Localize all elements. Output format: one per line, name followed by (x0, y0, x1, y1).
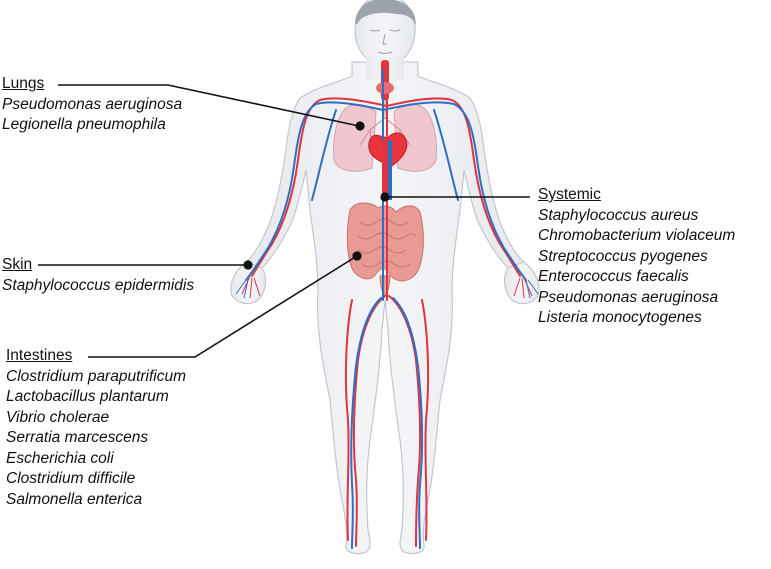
organism-list-item: Pseudomonas aeruginosa (2, 95, 183, 113)
organism-list-item: Enterococcus faecalis (538, 268, 689, 285)
organism-list-item: Clostridium difficile (6, 470, 136, 487)
skin-label-group: Skin Staphylococcus epidermidis (2, 255, 194, 296)
organism-list-item: Listeria monocytogenes (538, 309, 702, 326)
organism-list-item: Streptococcus pyogenes (538, 247, 708, 265)
organism-list-item: Staphylococcus epidermidis (2, 276, 195, 294)
marker-lungs (355, 121, 365, 131)
organism-list-item: Escherichia coli (6, 449, 114, 467)
marker-intestines (352, 251, 362, 261)
organism-list-item: Pseudomonas aeruginosa (538, 288, 719, 306)
lungs-label-group: Lungs Pseudomonas aeruginosa Legionella … (2, 74, 182, 136)
thyroid (376, 82, 394, 94)
leader-markers (243, 121, 390, 270)
intestines-label-group: Intestines Clostridium paraputrificum La… (6, 346, 186, 510)
organism-list-item: Vibrio cholerae (6, 408, 110, 426)
face (369, 29, 401, 54)
organism-list-item: Salmonella enterica (6, 490, 143, 508)
arteries (251, 97, 521, 547)
leader-intestines (88, 255, 358, 358)
hand-vessels (235, 275, 539, 299)
hair (355, 0, 416, 26)
intestines-heading: Intestines (6, 347, 73, 364)
lungs-heading: Lungs (2, 75, 45, 92)
organism-list-item: Serratia marcescens (6, 429, 149, 446)
systemic-heading: Systemic (538, 186, 601, 203)
leader-lines (38, 84, 530, 358)
marker-systemic (380, 192, 390, 202)
lungs-organ (333, 104, 437, 172)
leader-lungs (58, 84, 360, 127)
skin-heading: Skin (2, 256, 33, 273)
organism-list-item: Clostridium paraputrificum (6, 367, 187, 385)
organism-list-item: Staphylococcus aureus (538, 206, 699, 224)
systemic-label-group: Systemic Staphylococcus aureus Chromobac… (538, 185, 735, 329)
marker-skin (243, 260, 253, 270)
organism-list-item: Lactobacillus plantarum (6, 388, 169, 405)
organism-list-item: Legionella pneumophila (2, 116, 166, 133)
organism-list-item: Chromobacterium violaceum (538, 227, 736, 244)
